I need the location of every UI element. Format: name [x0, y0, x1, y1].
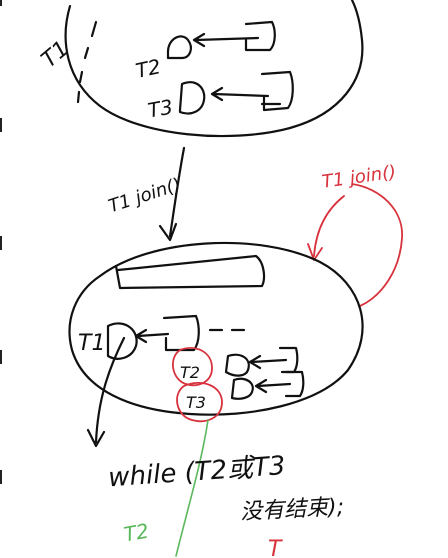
label-t3-top: T3	[146, 95, 175, 123]
t3-lower-node-right	[284, 370, 305, 398]
lower-ellipse-group: T1 T2 T3	[68, 241, 364, 423]
while-line-2: 没有结束);	[240, 495, 345, 525]
red-circle-t3	[176, 381, 223, 423]
green-thread-line	[175, 419, 209, 557]
t3-node-right	[260, 70, 294, 112]
top-bar-rect	[114, 254, 266, 290]
t2-lower-node-left	[224, 353, 250, 377]
top-circle-group: T1 T2 T3	[37, 0, 364, 138]
t3-lower-arrow	[254, 378, 292, 394]
label-t2-top: T2	[134, 54, 163, 83]
label-t-bottom: T	[268, 537, 283, 558]
label-t2-green: T2	[122, 519, 151, 547]
left-edge-marks	[0, 0, 2, 484]
t2-lower-arrow	[248, 354, 288, 370]
top-circle	[64, 0, 364, 138]
t3-arrow	[210, 86, 270, 102]
t3-lower-node-left	[230, 377, 254, 400]
label-t2-lower: T2	[180, 363, 200, 382]
downward-arrow	[158, 146, 186, 242]
label-t1-join-black: T1 join()	[106, 174, 183, 217]
t2-arrow	[192, 32, 260, 48]
label-t3-lower: T3	[186, 393, 206, 412]
t2-node-left	[166, 35, 192, 60]
red-loop-curve	[307, 183, 403, 307]
label-t1-join-red: T1 join()	[321, 162, 398, 193]
t2-node-right	[244, 20, 276, 52]
t1-node-left	[106, 322, 138, 360]
label-t1-lower: T1	[78, 331, 105, 356]
t1-arrow	[134, 328, 170, 344]
label-t1-top: T1	[37, 36, 74, 73]
t1-down-arrow	[86, 336, 126, 448]
t3-node-left	[178, 81, 206, 115]
t1-node-right	[162, 314, 200, 352]
lower-ellipse	[68, 241, 364, 416]
while-line-1: while (T2或T3	[107, 451, 286, 493]
top-dashed-divider	[76, 20, 98, 104]
